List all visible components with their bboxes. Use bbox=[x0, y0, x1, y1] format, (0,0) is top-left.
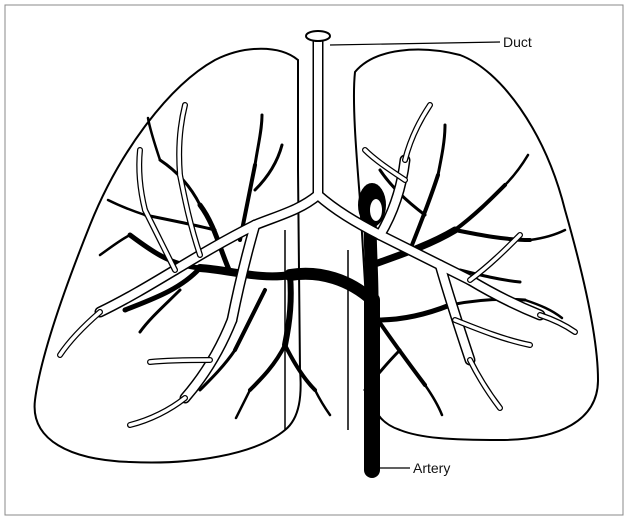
artery-label: Artery bbox=[413, 460, 450, 476]
trachea-opening bbox=[306, 31, 330, 41]
duct-label: Duct bbox=[503, 34, 532, 50]
